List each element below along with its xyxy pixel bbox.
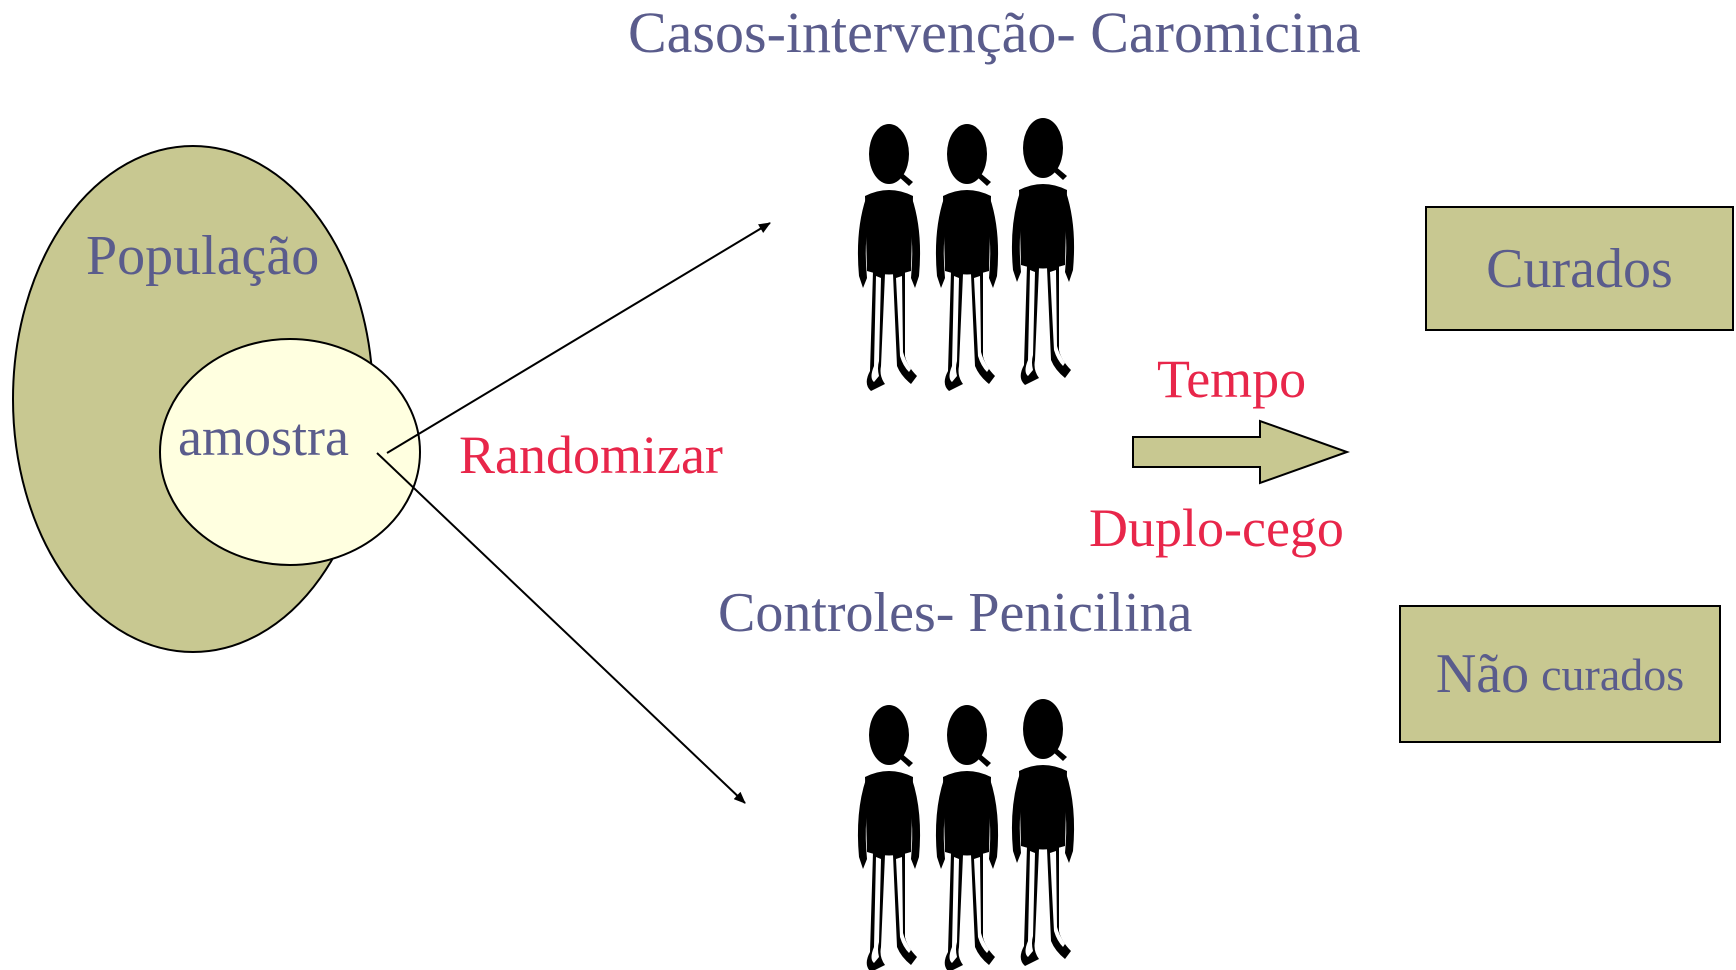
- person-figure: [857, 124, 921, 391]
- time-arrow: [1132, 419, 1350, 485]
- person-figure: [1011, 118, 1075, 385]
- sample-ellipse: [159, 338, 421, 566]
- blinding-label: Duplo-cego: [1089, 498, 1344, 558]
- intervention-title: Casos-intervenção- Caromicina: [628, 0, 1361, 65]
- outcome-not-cured-word1: Não: [1435, 643, 1530, 705]
- intervention-group-figures: [857, 118, 1075, 391]
- person-figure: [857, 705, 921, 970]
- person-figure: [935, 705, 999, 970]
- control-title: Controles- Penicilina: [718, 582, 1193, 644]
- arrow-to-control: [376, 452, 746, 804]
- randomize-label: Randomizar: [459, 425, 723, 485]
- person-figure: [935, 124, 999, 391]
- outcome-not-cured-word2: curados: [1541, 648, 1685, 700]
- person-figure: [1011, 699, 1075, 966]
- arrow-to-intervention: [386, 222, 771, 454]
- outcome-not-cured-box: Não curados: [1399, 605, 1721, 743]
- outcome-cured-box: Curados: [1425, 206, 1734, 331]
- outcome-cured-label: Curados: [1486, 237, 1673, 300]
- time-label: Tempo: [1157, 349, 1307, 409]
- population-label: População: [86, 225, 320, 287]
- control-group-figures: [857, 699, 1075, 970]
- sample-label: amostra: [178, 407, 349, 467]
